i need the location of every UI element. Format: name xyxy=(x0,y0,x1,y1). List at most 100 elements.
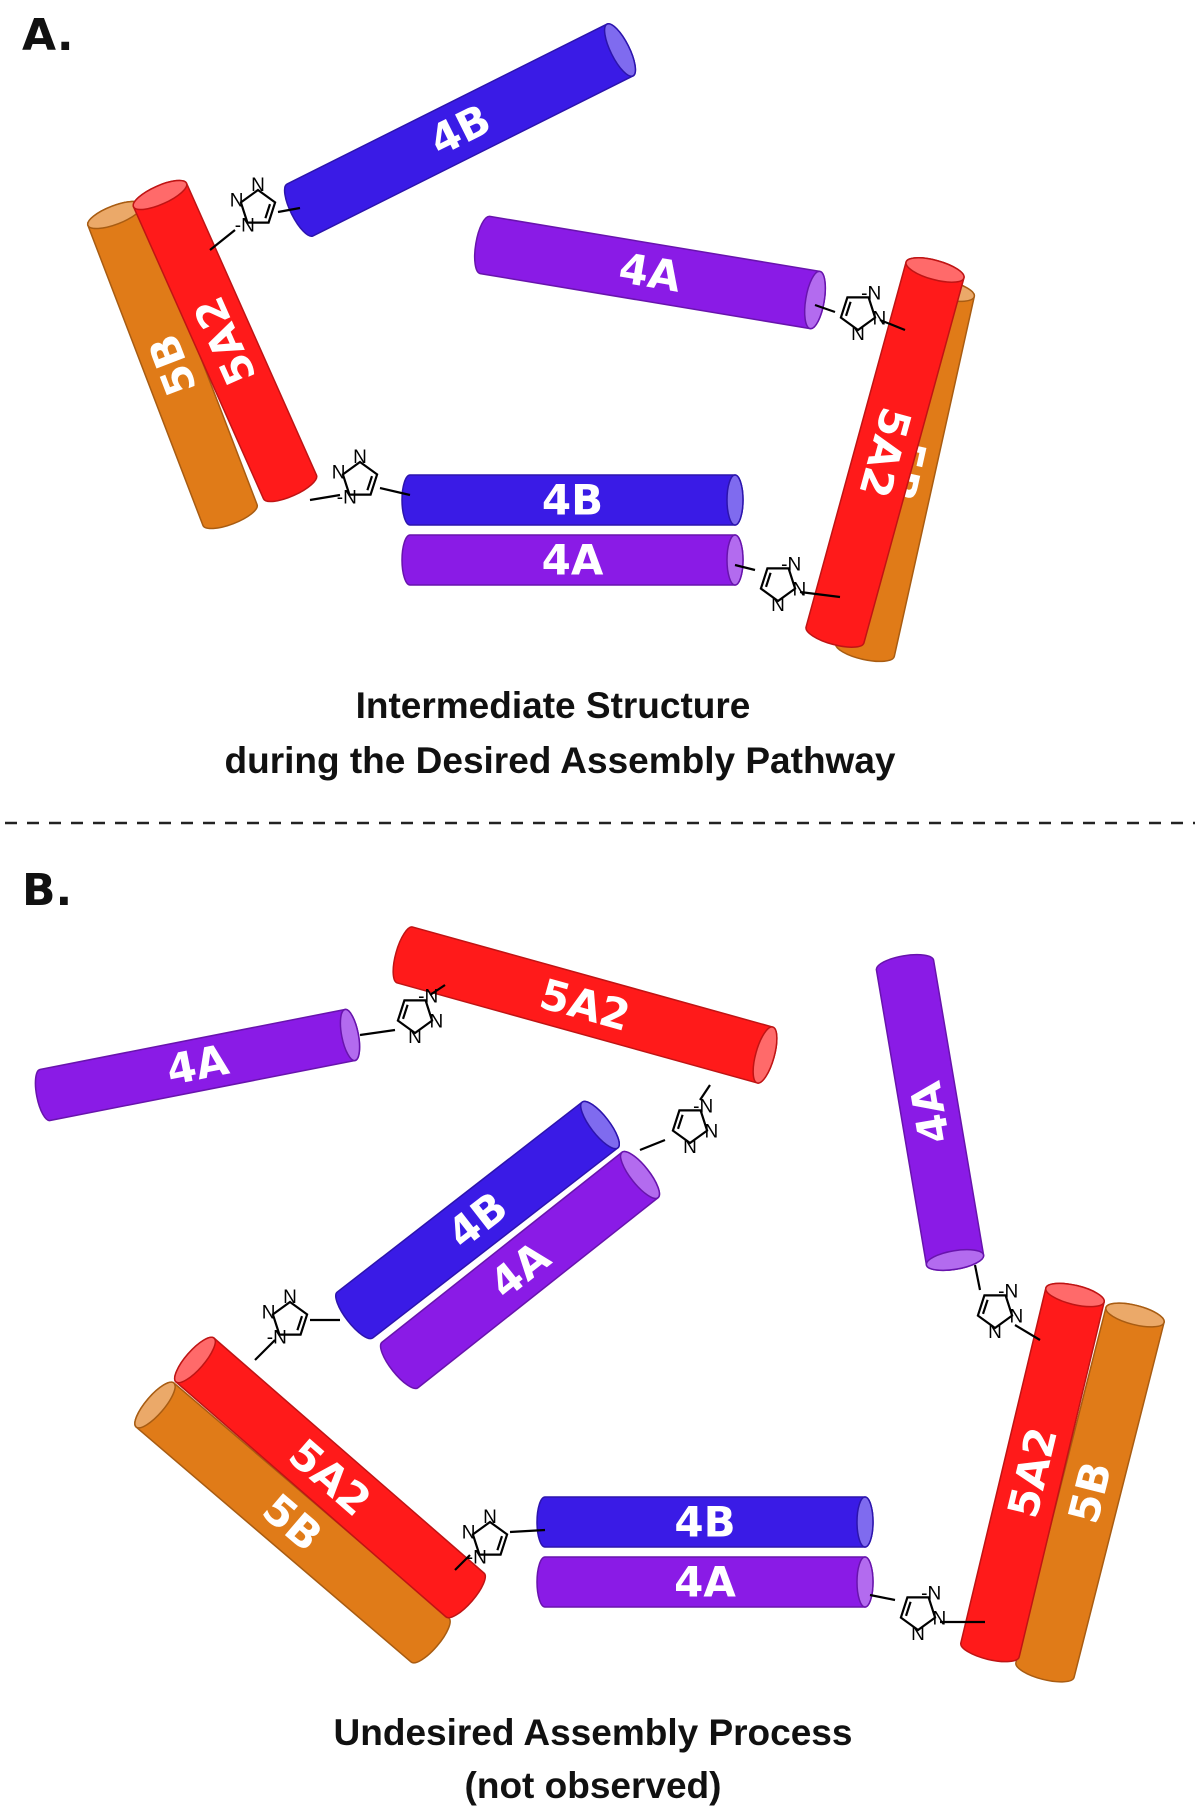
panel-b-helix-5a2-top-label: 5A2 xyxy=(535,969,636,1041)
panel-b-link-6a xyxy=(869,1593,896,1602)
panel-b-helix-5b-right: 5B xyxy=(1015,1302,1165,1683)
panel-b-triazole-6: NN-N xyxy=(899,1583,947,1645)
panel-a-triazole-3: NN -N xyxy=(332,447,379,509)
panel-b-triazole-6-ring xyxy=(899,1596,937,1632)
panel-b-link-4a xyxy=(973,1264,982,1291)
panel-b-helix-4b-diag-cap xyxy=(580,1100,620,1150)
panel-a-triazole-4-atom-2: -N xyxy=(781,554,801,575)
panel-b-triazole-3-ring xyxy=(271,1300,309,1336)
panel-b-helix-4a-left-cap xyxy=(339,1008,361,1062)
panel-b-link-5a xyxy=(454,1554,471,1571)
panel-a-link-1a xyxy=(209,229,236,251)
panel-a-triazole-2-atom-1: N xyxy=(873,309,887,330)
panel-a-triazole-2-ring xyxy=(839,296,877,332)
panel-b-helix-4b-bottom: 4B xyxy=(536,1496,874,1548)
panel-a-link-2a xyxy=(814,303,836,314)
panel-a-helix-4a-top: 4A xyxy=(473,215,827,330)
panel-a-helix-4a-mid: 4A xyxy=(401,534,744,586)
panel-a-triazole-2: NN -N xyxy=(839,283,887,345)
panel-b-triazole-6-atom-1: N xyxy=(933,1609,947,1630)
panel-b-helix-4a-left: 4A xyxy=(34,1008,361,1122)
panel-a-link-4b xyxy=(799,590,841,599)
panel-b-triazole-1-double-bond xyxy=(401,1004,409,1020)
panel-b-triazole-3-atom-1: N xyxy=(262,1303,276,1324)
panel-a-triazole-3-atom-0: N xyxy=(353,447,367,468)
panel-a-helix-4a-top-label: 4A xyxy=(616,243,685,302)
panel-a-triazole-1-ring xyxy=(239,188,277,224)
panel-b-triazole-1-ring xyxy=(396,999,434,1035)
panel-b-link-4b xyxy=(1014,1324,1041,1341)
panel-b-triazole-3-double-bond xyxy=(296,1315,304,1331)
panel-b-helix-4a-diag-cap xyxy=(619,1150,661,1200)
panel-a-helix-5a2-right-cap xyxy=(905,257,965,283)
panel-a-link-2b xyxy=(879,318,906,332)
panel-a-helix-4b-mid: 4B xyxy=(401,474,744,526)
panel-b-helix-5a2-right: 5A2 xyxy=(960,1282,1106,1663)
panel-a-link-3b xyxy=(379,486,411,497)
panel-b-triazole-4-atom-2: -N xyxy=(998,1281,1018,1302)
panel-b-triazole-3: NN-N xyxy=(262,1287,309,1349)
panel-a-triazole-3-atom-1: N xyxy=(332,463,346,484)
panel-b-helix-5a2-top-cap xyxy=(752,1026,778,1084)
panel-b-triazole-2-atom-2: -N xyxy=(693,1096,713,1117)
panel-b-link-1a xyxy=(359,1028,396,1037)
panel-a-helix-4b-mid-cap xyxy=(726,474,744,526)
panel-b-helix-4a-bottom: 4A xyxy=(536,1556,874,1608)
panel-a-helix-5a2-cap xyxy=(132,179,188,211)
panel-b-triazole-1-atom-2: -N xyxy=(418,986,438,1007)
panel-a-triazole-4-double-bond xyxy=(764,572,772,588)
panel-b-helix-4a-diag: 4A xyxy=(379,1150,661,1390)
panel-a-triazole-1: NN-N xyxy=(230,175,277,237)
panel-b-triazole-6-atom-0: N xyxy=(911,1624,925,1645)
panel-b-triazole-5-ring xyxy=(471,1520,509,1556)
panel-b-helix-4a-right-label: 4A xyxy=(901,1077,960,1147)
panel-b-triazole-5-double-bond xyxy=(496,1535,504,1551)
panel-b-helix-5b-right-cap xyxy=(1105,1302,1165,1328)
panel-b-triazole-2-double-bond xyxy=(676,1114,684,1130)
panel-a-link-1b xyxy=(277,206,301,214)
panel-b-triazole-5-atom-1: N xyxy=(462,1523,476,1544)
panel-b-triazole-2-atom-0: N xyxy=(683,1137,697,1158)
panel-a-letter: A. xyxy=(22,10,74,61)
panel-b-triazole-4-atom-0: N xyxy=(988,1322,1002,1343)
panel-a-caption-line-2: during the Desired Assembly Pathway xyxy=(225,740,896,781)
panel-b-link-1b xyxy=(429,984,446,996)
panel-b-helix-4a-right: 4A xyxy=(875,953,985,1272)
panel-b-link-3a xyxy=(254,1339,276,1361)
panel-b-triazole-5: NN-N xyxy=(462,1507,509,1569)
panel-b-triazole-4-ring xyxy=(976,1294,1014,1330)
panel-a-triazole-2-double-bond xyxy=(844,301,852,317)
panel-a-triazole-2-atom-2: -N xyxy=(861,283,881,304)
panel-b-triazole-4-atom-1: N xyxy=(1010,1307,1024,1328)
panel-b-caption-line-2: (not observed) xyxy=(465,1765,722,1806)
panel-b-helix-5a2-left-cap xyxy=(173,1336,217,1384)
panel-b-triazole-1: NN-N xyxy=(396,986,443,1048)
panel-b-helix-4a-bottom-cap xyxy=(856,1556,874,1608)
panel-a-triazole-3-atom-2: -N xyxy=(337,488,357,509)
panel-b-triazole-3-atom-0: N xyxy=(283,1287,297,1308)
panel-b-triazole-2-atom-1: N xyxy=(705,1122,719,1143)
panel-b-triazole-2-ring xyxy=(671,1109,709,1145)
panel-b-triazole-5-atom-2: -N xyxy=(467,1548,487,1569)
panel-b-triazole-4-double-bond xyxy=(981,1299,989,1315)
panel-b-triazole-1-atom-0: N xyxy=(408,1027,422,1048)
panel-a-triazole-3-ring xyxy=(341,460,379,496)
panel-b-helix-5a2-top: 5A2 xyxy=(392,926,778,1084)
panel-b-caption-line-1: Undesired Assembly Process xyxy=(334,1712,853,1753)
panel-b-helix-4b-bottom-label: 4B xyxy=(674,1498,735,1547)
panel-a-helix-4b-top: 4B xyxy=(283,22,637,238)
helices-layer: 5B5A24B4A5B5A24B4A5A24A4A4B4A5B5A25B5A24… xyxy=(34,22,1165,1683)
panel-a-link-3a xyxy=(309,493,341,502)
panel-a-triazole-4-atom-0: N xyxy=(771,595,785,616)
panel-b-helix-4a-right-cap xyxy=(925,1248,985,1272)
panel-b-helix-4a-bottom-label: 4A xyxy=(674,1558,736,1607)
panel-a-triazole-1-atom-1: N xyxy=(230,191,244,212)
panel-b-link-2b xyxy=(699,1084,711,1101)
panel-a-helix-4b-top-cap xyxy=(603,22,637,78)
panel-a-helix-4b-mid-label: 4B xyxy=(542,476,603,525)
panel-a-triazole-2-atom-0: N xyxy=(851,324,865,345)
panel-b-triazole-2: NN -N xyxy=(671,1096,719,1158)
panel-b-helix-4a-left-label: 4A xyxy=(162,1035,233,1095)
panel-a-caption-line-1: Intermediate Structure xyxy=(356,685,751,726)
